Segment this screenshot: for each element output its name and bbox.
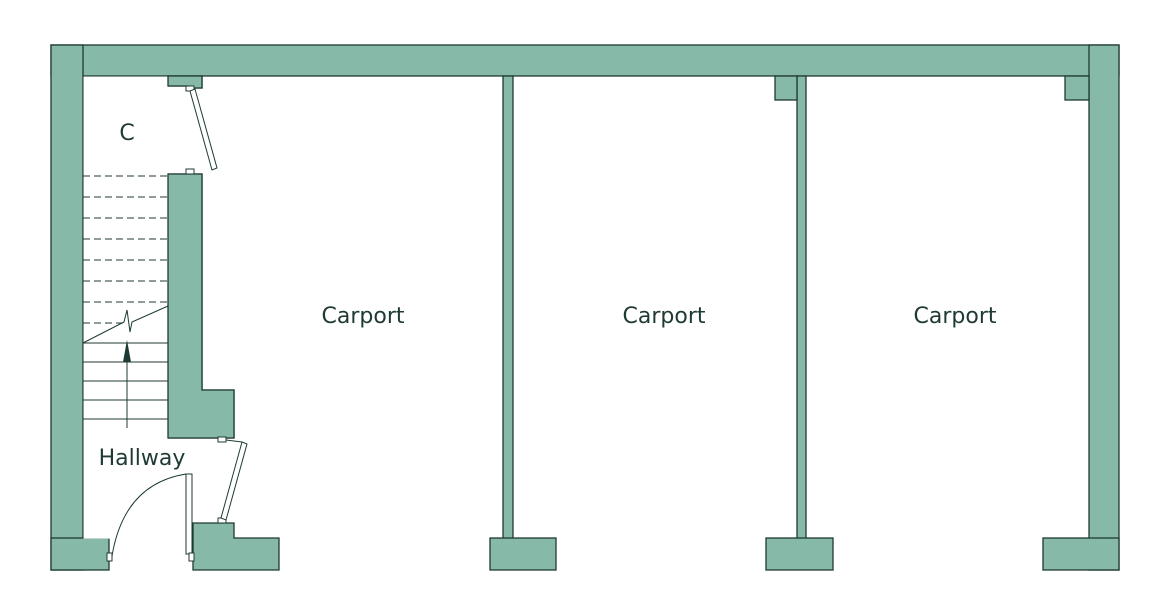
- room-label-carport-1: Carport: [322, 304, 405, 329]
- floor-areas: [83, 76, 168, 539]
- staircase: [82, 175, 169, 428]
- room-label-cupboard: C: [119, 121, 134, 146]
- room-label-carport-2: Carport: [623, 304, 706, 329]
- interior-walls: [167, 75, 834, 571]
- arrow-up-icon: [123, 340, 131, 362]
- front-door-swing: [111, 473, 187, 557]
- room-label-hallway: Hallway: [99, 446, 186, 471]
- outer-walls: [50, 44, 1120, 571]
- doors: [106, 85, 248, 562]
- room-label-carport-3: Carport: [914, 304, 997, 329]
